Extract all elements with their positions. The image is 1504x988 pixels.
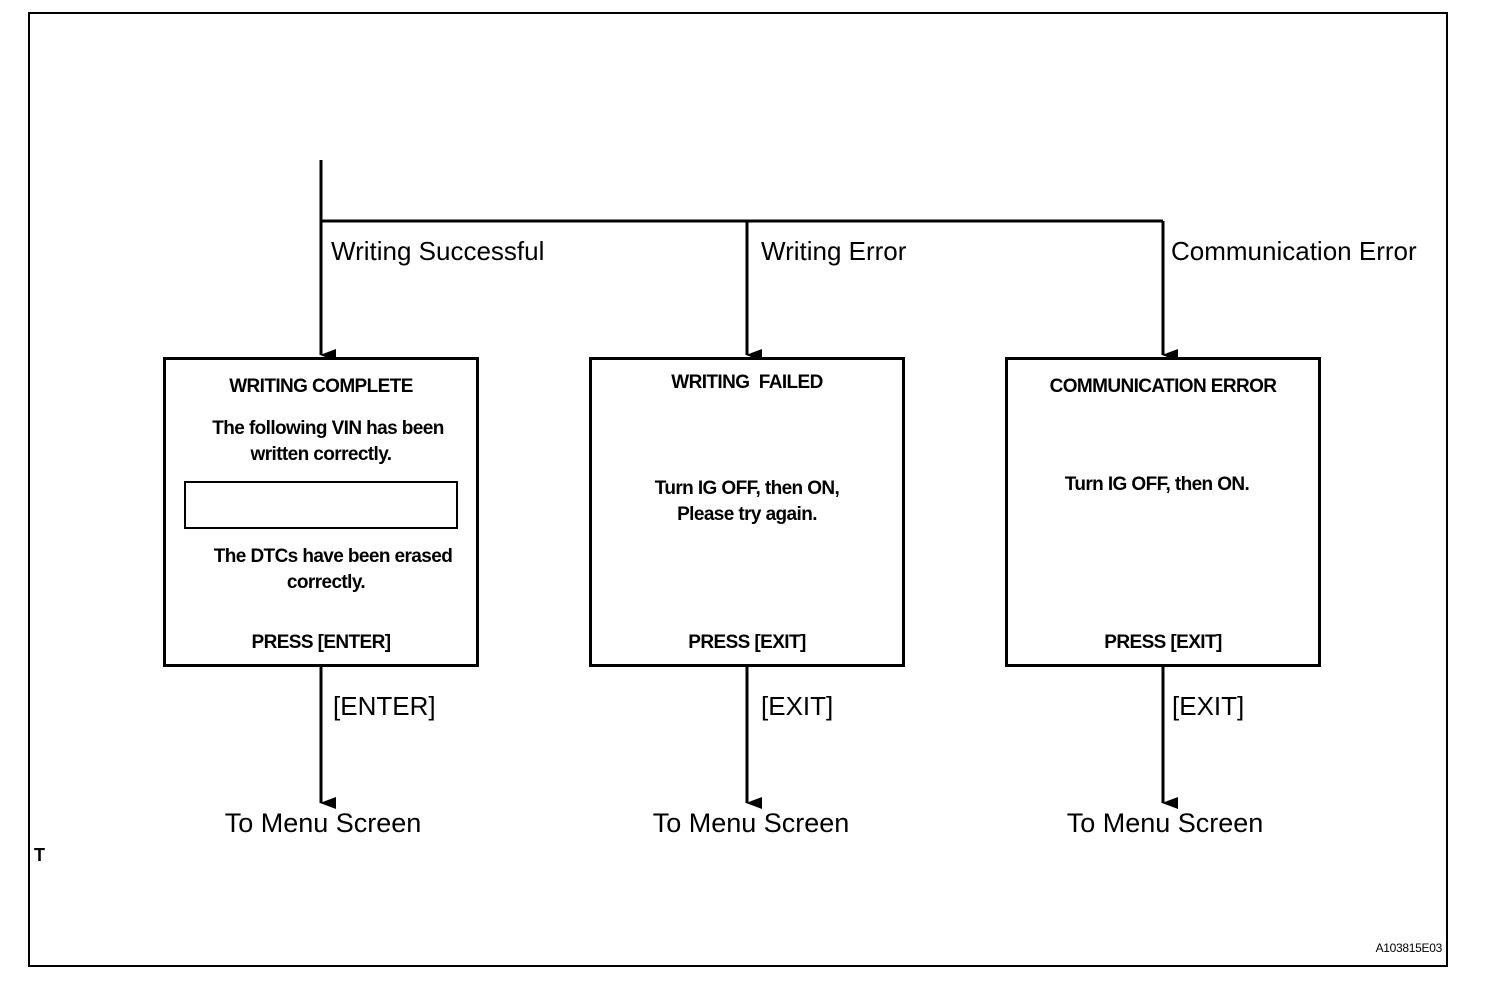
key-enter-label: [ENTER] — [333, 691, 436, 721]
destination-menu-screen: To Menu Screen — [224, 808, 422, 838]
press-instruction: PRESS [EXIT] — [688, 632, 806, 653]
destination-menu-screen: To Menu Screen — [652, 808, 850, 838]
message-line: The following VIN has been — [212, 418, 444, 439]
message-line: Turn IG OFF, then ON, — [654, 478, 840, 499]
press-instruction: PRESS [EXIT] — [1104, 632, 1222, 653]
message-line: Please try again. — [677, 504, 817, 525]
message-line: The DTCs have been erased — [213, 546, 453, 567]
diagram-frame — [28, 12, 1448, 967]
press-instruction: PRESS [ENTER] — [251, 632, 392, 653]
label-communication-error: Communication Error — [1171, 236, 1417, 266]
message-line: correctly. — [286, 572, 366, 593]
screen-writing-complete: WRITING COMPLETE The following VIN has b… — [163, 357, 479, 667]
label-writing-successful: Writing Successful — [331, 236, 545, 266]
vin-display-box — [184, 481, 458, 529]
screen-communication-error: COMMUNICATION ERROR Turn IG OFF, then ON… — [1005, 357, 1321, 667]
message-line: written correctly. — [250, 444, 393, 465]
key-exit-label: [EXIT] — [761, 691, 834, 721]
figure-id: A103815E03 — [1375, 941, 1443, 955]
screen-title: COMMUNICATION ERROR — [1049, 376, 1277, 397]
corner-mark: T — [34, 845, 45, 865]
screen-writing-failed: WRITING FAILED Turn IG OFF, then ON, Ple… — [589, 357, 905, 667]
message-line: Turn IG OFF, then ON. — [1064, 474, 1250, 495]
label-writing-error: Writing Error — [761, 236, 907, 266]
key-exit-label: [EXIT] — [1172, 691, 1245, 721]
destination-menu-screen: To Menu Screen — [1066, 808, 1264, 838]
screen-title: WRITING COMPLETE — [229, 376, 413, 397]
screen-title: WRITING FAILED — [671, 372, 823, 393]
